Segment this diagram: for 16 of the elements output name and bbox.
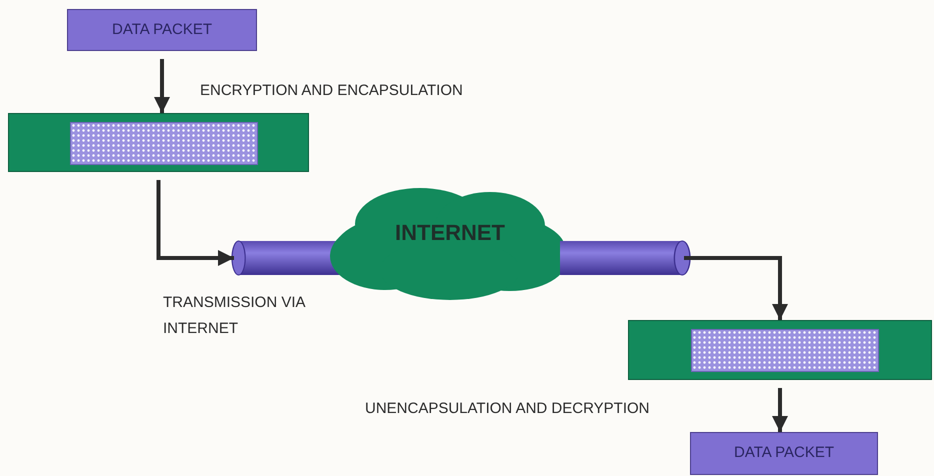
data-packet-box <box>690 432 878 475</box>
cloud-label: INTERNET <box>395 218 505 246</box>
step-label: ENCRYPTION AND ENCAPSULATION <box>200 81 463 101</box>
step-label: TRANSMISSION VIA INTERNET <box>163 293 306 339</box>
arrow <box>156 180 234 266</box>
arrow <box>772 388 788 432</box>
encapsulation-bar <box>8 113 309 172</box>
data-packet-box <box>67 9 257 51</box>
encrypted-packet <box>691 329 879 372</box>
packet-label: DATA PACKET <box>112 20 212 40</box>
arrow <box>154 59 170 113</box>
packet-label: DATA PACKET <box>734 443 834 464</box>
encapsulation-bar <box>628 320 932 380</box>
encrypted-packet <box>70 122 258 165</box>
arrow <box>684 256 788 320</box>
step-label: UNENCAPSULATION AND DECRYPTION <box>365 399 650 419</box>
